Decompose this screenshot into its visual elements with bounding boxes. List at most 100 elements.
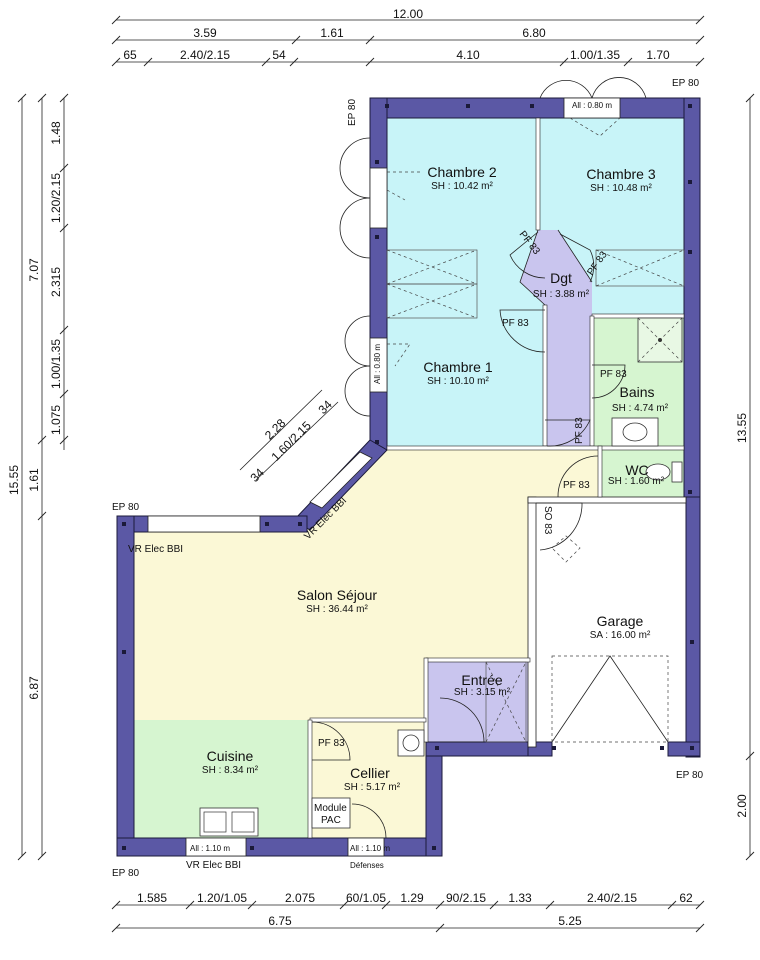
room-area-cuisine: SH : 8.34 m² [202, 765, 259, 776]
tag-pf83-wc: PF 83 [563, 480, 590, 491]
wall-bath-top [591, 313, 685, 319]
room-area-wc: SH : 1.60 m² [608, 476, 665, 487]
wall-left-living [116, 515, 135, 857]
room-name-chambre-2: Chambre 2 [427, 164, 496, 180]
dim-bottom-row1-2: 2.075 [285, 891, 315, 905]
tag-defenses: Défenses [350, 861, 384, 870]
door-swing-ch1 [499, 309, 546, 353]
room-fill-dgt [520, 230, 592, 446]
wall-cuisine-cellier-top [309, 717, 427, 723]
room-fill-cuisine [134, 720, 310, 838]
fixtures [199, 249, 685, 837]
dimension-lines [17, 15, 755, 933]
wardrobe-ch3-cross [595, 249, 685, 287]
dim-bottom-row1-4: 1.29 [400, 891, 424, 905]
dimline-diagonal-2 [255, 401, 339, 481]
wall-right-garage [685, 496, 701, 758]
dim-bottom-row1-1: 1.20/1.05 [197, 891, 247, 905]
tag-pf83-ch1: PF 83 [502, 318, 529, 329]
dim-left-inner-0: 1.48 [49, 121, 63, 145]
dim-bottom-row1-8: 62 [679, 891, 693, 905]
wall-bedrooms-bottom [386, 445, 685, 451]
tag-module: Module [314, 803, 347, 814]
dim-left-inner-4: 1.075 [49, 405, 63, 435]
bath-washbasin-bowl [622, 422, 648, 442]
room-area-chambre-3: SH : 10.48 m² [590, 183, 652, 194]
tag-all-ch1: All : 0.80 m [373, 344, 382, 384]
wall-left-bedrooms [369, 97, 388, 451]
dim-right-0: 13.55 [735, 413, 749, 443]
wall-entree-bottom [425, 741, 537, 757]
room-area-cellier: SH : 5.17 m² [344, 782, 401, 793]
door-swing-entree [439, 697, 485, 743]
bath-washbasin [611, 417, 659, 447]
wall-right-cellier [425, 741, 443, 857]
room-fill-chambre-3 [538, 118, 684, 316]
windows [147, 97, 621, 857]
door-swing-wc [557, 455, 599, 498]
wc-bowl [645, 463, 671, 481]
garage-door-frame [551, 655, 669, 743]
room-area-bains: SH : 4.74 m² [612, 403, 669, 414]
wall-garage-bottom-right [667, 741, 701, 757]
tag-ep80-bottom-right: EP 80 [676, 770, 703, 781]
dim-left-inner-3: 1.00/1.35 [49, 339, 63, 389]
room-name-salon: Salon Séjour [297, 587, 378, 603]
module-pac-box [311, 797, 351, 829]
dim-bottom-row2-1: 5.25 [558, 914, 582, 928]
tag-ep80-bottom-left: EP 80 [112, 868, 139, 879]
window-swing-ch1-a [344, 315, 371, 367]
room-fills [134, 118, 684, 838]
washing-machine-drum [402, 734, 420, 752]
garage-door-diagonal [551, 655, 669, 743]
dim-top-row3-5: 1.70 [646, 48, 670, 62]
tag-ep80-top-right: EP 80 [672, 78, 699, 89]
wall-right-bedrooms [683, 97, 701, 499]
dim-bottom-row1-3: 60/1.05 [346, 891, 386, 905]
window-swing-ch3-a [539, 79, 593, 99]
dim-ticks [17, 15, 755, 933]
dim-bottom-row1-7: 2.40/2.15 [587, 891, 637, 905]
room-fill-chambre-1 [387, 282, 545, 446]
dim-top-row2-1: 1.61 [320, 26, 344, 40]
washing-machine [397, 729, 425, 757]
window-cuisine [185, 837, 247, 857]
tag-ep80-top-left: EP 80 [347, 99, 358, 126]
door-swing-cellier [311, 721, 351, 761]
wardrobe-ch2-cross [386, 249, 478, 285]
room-name-cuisine: Cuisine [207, 748, 254, 764]
dim-top-total: 12.00 [393, 7, 423, 21]
room-name-cellier: Cellier [350, 765, 390, 781]
wall-garage-left [527, 496, 537, 748]
dim-top-row3-2: 54 [272, 48, 286, 62]
tag-vr-elec-cuisine: VR Elec BBI [186, 860, 241, 871]
dim-bottom-row1-5: 90/2.15 [446, 891, 486, 905]
door-swing-ch2 [509, 231, 546, 279]
door-swing-dgt [545, 419, 591, 447]
door-swings [311, 77, 647, 839]
door-swing-defenses [351, 803, 387, 839]
dim-top-row3-1: 2.40/2.15 [180, 48, 230, 62]
window-salon-diagonal [309, 451, 373, 509]
dim-bottom-row2-0: 6.75 [268, 914, 292, 928]
tag-all-cuisine: All : 1.10 m [190, 844, 230, 853]
wardrobe-entree-cross [485, 661, 527, 743]
window-swing-ch2-b [339, 197, 371, 259]
kitchen-sink [199, 807, 259, 837]
dim-left-mid-0: 7.07 [27, 258, 41, 282]
wardrobe-entree [485, 661, 527, 743]
room-name-dgt: Dgt [550, 270, 572, 286]
window-swing-ch2-a [339, 137, 371, 199]
wall-wc-left [597, 445, 603, 498]
wall-dgt-slant-right [557, 229, 593, 283]
dim-diag-3: 34 [315, 397, 335, 417]
window-cellier [347, 837, 385, 857]
tag-ep80-left: EP 80 [112, 502, 139, 513]
wc-tank [671, 461, 683, 483]
door-swing-bains [591, 364, 626, 399]
room-fill-wc [600, 446, 684, 497]
kitchen-sink-basin-1 [203, 811, 227, 833]
door-swing-ch3 [559, 233, 595, 283]
wall-ch1-dgt [542, 304, 548, 447]
